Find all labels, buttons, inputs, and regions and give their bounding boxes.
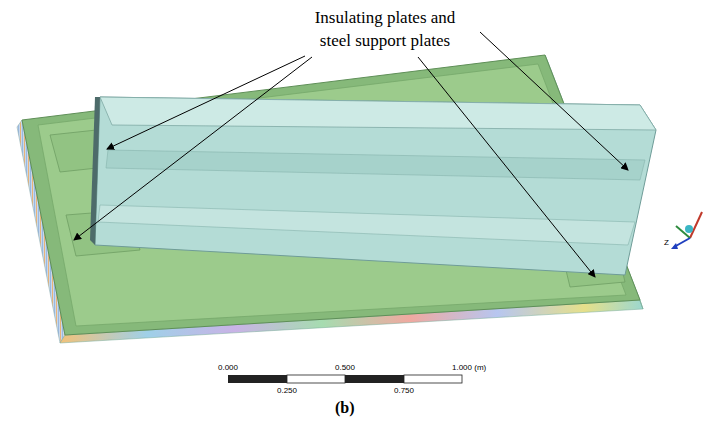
beam-web [106,150,645,180]
scale-number: 0.250 [277,386,297,396]
scale-segment [287,375,345,383]
axis-x [690,212,702,238]
scale-segment [404,375,462,383]
leader-line [107,56,305,149]
beam-end [90,97,100,245]
leader-line [480,32,628,170]
scale-number: 1.000 (m) [452,363,486,373]
figure-caption: (b) [335,398,355,417]
beam-flange [98,205,635,245]
axis-label: Z [664,238,669,248]
scale-segment [228,375,287,383]
scale-number: 0.000 [218,363,238,373]
axis-head [671,243,678,249]
axis-ball [685,225,693,233]
scale-segment [345,375,404,383]
scale-number: 0.750 [394,386,414,396]
callout-text: Insulating plates and steel support plat… [300,6,470,52]
leader-line [74,57,312,240]
leader-line [418,57,595,277]
scale-number: 0.500 [335,363,355,373]
